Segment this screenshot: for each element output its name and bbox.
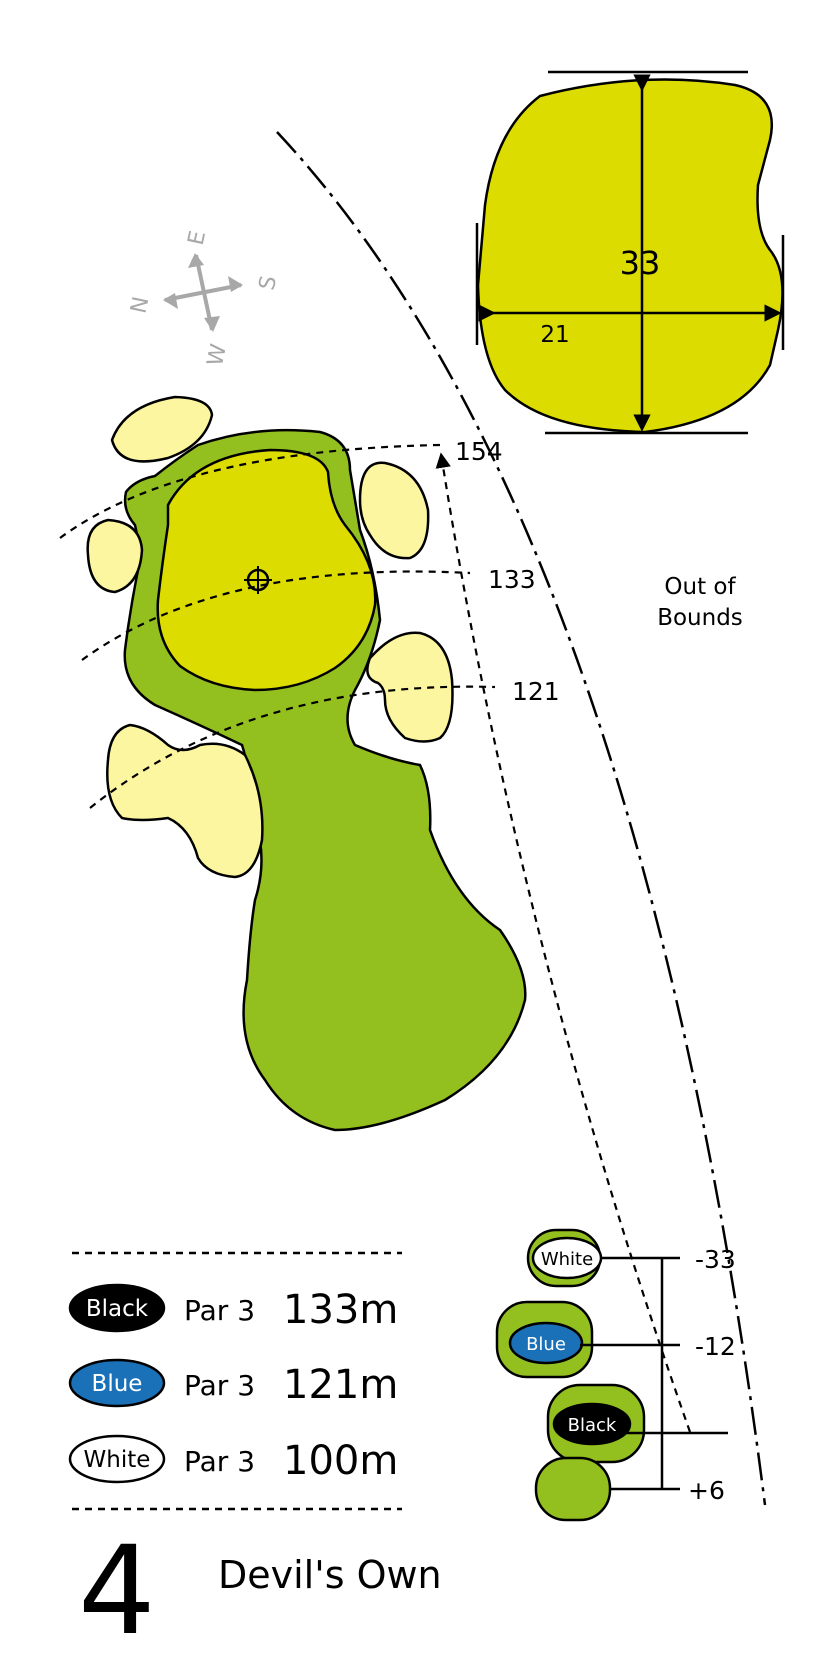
legend-par-blue: Par 3 (184, 1369, 255, 1402)
legend-tee-name-black: Black (86, 1296, 149, 1322)
legend-length-black: 133m (283, 1287, 398, 1333)
tee-marker-blue (508, 1321, 584, 1365)
compass-arrow-west (204, 316, 220, 332)
distance-label-121: 121 (512, 677, 560, 706)
distance-arc-133 (81, 570, 471, 661)
bunker-bottom-left (106, 723, 264, 879)
tee-marker-white-label: White (541, 1249, 593, 1270)
distance-arc-154 (59, 443, 441, 539)
legend-length-blue: 121m (283, 1362, 398, 1408)
compass-label-east: E (184, 229, 211, 248)
tee-box-forward (534, 1456, 612, 1522)
legend-row-blue: Blue Par 3 121m (68, 1358, 398, 1408)
putting-green (156, 448, 377, 692)
tee-marker-blue-label: Blue (526, 1334, 566, 1355)
play-line (435, 452, 692, 1433)
pin-marker (244, 566, 272, 594)
compass-label-north: N (127, 294, 155, 315)
compass-label-west: W (203, 342, 232, 369)
compass-arrow-north (163, 293, 178, 309)
legend-length-white: 100m (283, 1438, 398, 1484)
green-depth-value: 33 (620, 244, 661, 282)
tee-marker-black-label: Black (568, 1415, 617, 1436)
tee-offset-blue: -12 (695, 1332, 736, 1361)
out-of-bounds-label-line1: Out of (664, 574, 736, 600)
compass-arrow-south (228, 276, 243, 292)
legend-par-black: Par 3 (184, 1294, 255, 1327)
hole-name: Devil's Own (218, 1553, 442, 1597)
out-of-bounds-label-line2: Bounds (657, 605, 743, 631)
bunker-left (86, 518, 144, 594)
distance-arc-121 (89, 685, 496, 809)
green-width-value: 21 (540, 322, 569, 348)
compass-rose: N E S W (127, 229, 283, 369)
tee-offset-white: -33 (695, 1245, 736, 1274)
legend-row-white: White Par 3 100m (68, 1434, 398, 1484)
tee-marker-black (552, 1402, 632, 1446)
legend-row-black: Black Par 3 133m (68, 1283, 398, 1333)
compass-arrow-east (188, 253, 204, 268)
out-of-bounds-line (276, 131, 767, 1506)
legend-tee-name-white: White (84, 1447, 151, 1473)
distance-label-133: 133 (488, 565, 536, 594)
compass-label-south: S (255, 274, 282, 293)
tee-offset-forward: +6 (688, 1476, 725, 1505)
bunker-top-left (110, 395, 214, 463)
legend-badge-blue (68, 1358, 166, 1408)
legend-badge-black (68, 1283, 166, 1333)
legend-badge-white (68, 1434, 166, 1484)
bunker-right-upper (358, 461, 430, 560)
legend-tee-name-blue: Blue (92, 1371, 143, 1397)
green-detail: 33 21 (475, 70, 785, 435)
hole-number: 4 (78, 1520, 156, 1662)
distance-label-154: 154 (455, 437, 503, 466)
bunker-right-lower (366, 631, 454, 743)
legend-par-white: Par 3 (184, 1445, 255, 1478)
